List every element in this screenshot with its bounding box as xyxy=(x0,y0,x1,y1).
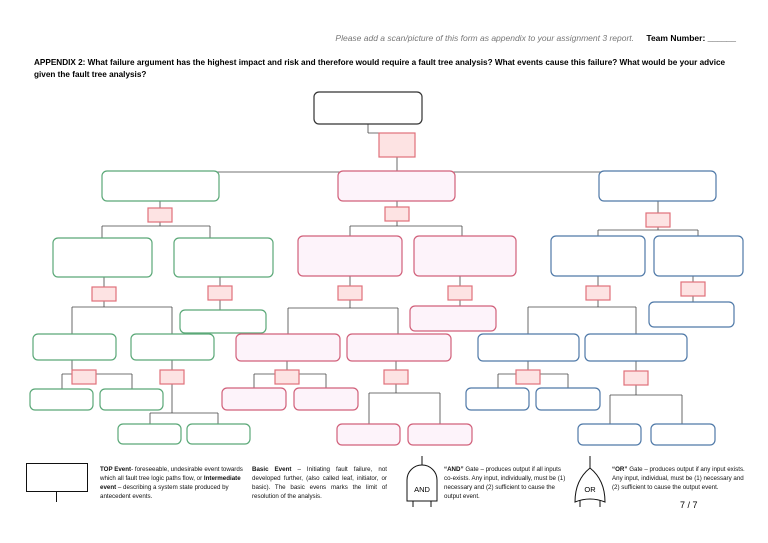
legend-or-desc: Gate – produces output if any input exis… xyxy=(612,466,745,491)
and-gate-icon: AND xyxy=(406,456,438,507)
legend-and-title: “AND” xyxy=(444,466,464,473)
gate-green-left[interactable] xyxy=(91,286,117,302)
legend-basic-title: Basic Event xyxy=(252,466,292,473)
legend-and-desc: Gate – produces output if all inputs co-… xyxy=(444,466,566,500)
blue-basic-1[interactable] xyxy=(465,387,530,411)
green-event-left[interactable] xyxy=(52,237,153,278)
or-gate-icon: OR xyxy=(574,456,606,507)
green-basic-1[interactable] xyxy=(29,388,94,411)
legend-basic-event-text: Basic Event – Initiating fault failure, … xyxy=(252,465,387,501)
appendix-question: APPENDIX 2: What failure argument has th… xyxy=(34,58,726,79)
gate-green-ll[interactable] xyxy=(71,369,97,385)
legend-top-event-title: TOP Event xyxy=(100,466,132,473)
green-basic-2[interactable] xyxy=(99,388,164,411)
legend-intermediate-desc: – describing a system state produced by … xyxy=(100,484,229,500)
pink-event-ll[interactable] xyxy=(235,333,341,362)
legend-top-event-desc: - foreseeable, undesirable event towards… xyxy=(100,466,243,482)
green-basic-3[interactable] xyxy=(117,423,182,445)
svg-text:OR: OR xyxy=(584,485,596,494)
pink-event-lr[interactable] xyxy=(346,333,452,362)
gate-pink-ll[interactable] xyxy=(274,369,300,385)
legend-or-gate-text: “OR” Gate – produces output if any input… xyxy=(612,465,752,492)
blue-event-left[interactable] xyxy=(550,235,646,277)
blue-event-lr[interactable] xyxy=(584,333,688,362)
pink-basic-event[interactable] xyxy=(409,305,497,332)
team-number-field[interactable]: Team Number: ______ xyxy=(646,33,736,43)
legend-intermediate-title: Intermediate event xyxy=(100,475,241,491)
blue-basic-2[interactable] xyxy=(535,387,601,411)
gate-pink-l1[interactable] xyxy=(384,206,410,222)
gate-blue-right[interactable] xyxy=(680,281,706,297)
intermediate-event-green[interactable] xyxy=(101,170,220,202)
gate-pink-lr[interactable] xyxy=(383,369,409,385)
gate-pink-right[interactable] xyxy=(447,285,473,301)
gate-pink-left[interactable] xyxy=(337,285,363,301)
pink-basic-2[interactable] xyxy=(293,387,359,411)
blue-basic-4[interactable] xyxy=(650,423,716,446)
pink-basic-4[interactable] xyxy=(407,423,473,446)
page-number: 7 / 7 xyxy=(680,500,698,510)
gate-blue-lr[interactable] xyxy=(623,370,649,386)
green-event-lr[interactable] xyxy=(130,333,215,361)
gate-green-lr[interactable] xyxy=(159,369,185,385)
gate-blue-ll[interactable] xyxy=(515,369,541,385)
header: Please add a scan/picture of this form a… xyxy=(335,33,736,43)
blue-basic-3[interactable] xyxy=(577,423,642,446)
pink-basic-3[interactable] xyxy=(336,423,401,446)
legend-top-event-symbol xyxy=(26,463,88,492)
legend-basic-desc: – Initiating fault failure, not develope… xyxy=(252,466,387,500)
pink-event-right[interactable] xyxy=(413,235,517,277)
green-basic-4[interactable] xyxy=(186,423,251,445)
svg-text:AND: AND xyxy=(414,485,430,494)
legend-top-event-stem xyxy=(56,492,57,502)
blue-basic-event[interactable] xyxy=(648,301,735,328)
green-basic-event[interactable] xyxy=(179,309,267,334)
top-gate[interactable] xyxy=(378,132,416,158)
legend-and-gate-text: “AND” Gate – produces output if all inpu… xyxy=(444,465,569,501)
top-event-box[interactable] xyxy=(313,91,423,125)
blue-event-right[interactable] xyxy=(653,235,744,277)
gate-blue-l1[interactable] xyxy=(645,212,671,228)
gate-green-l1[interactable] xyxy=(147,207,173,223)
green-event-ll[interactable] xyxy=(32,333,117,361)
blue-event-ll[interactable] xyxy=(477,333,580,362)
gate-blue-left[interactable] xyxy=(585,285,611,301)
green-event-right[interactable] xyxy=(173,237,274,278)
pink-basic-1[interactable] xyxy=(221,387,287,411)
intermediate-event-blue[interactable] xyxy=(598,170,717,202)
gate-green-right[interactable] xyxy=(207,285,233,301)
intermediate-event-pink[interactable] xyxy=(337,170,456,202)
pink-event-left[interactable] xyxy=(297,235,403,277)
legend-or-title: “OR” xyxy=(612,466,628,473)
appendix-note: Please add a scan/picture of this form a… xyxy=(335,33,635,43)
legend-top-event-text: TOP Event- foreseeable, undesirable even… xyxy=(100,465,245,501)
